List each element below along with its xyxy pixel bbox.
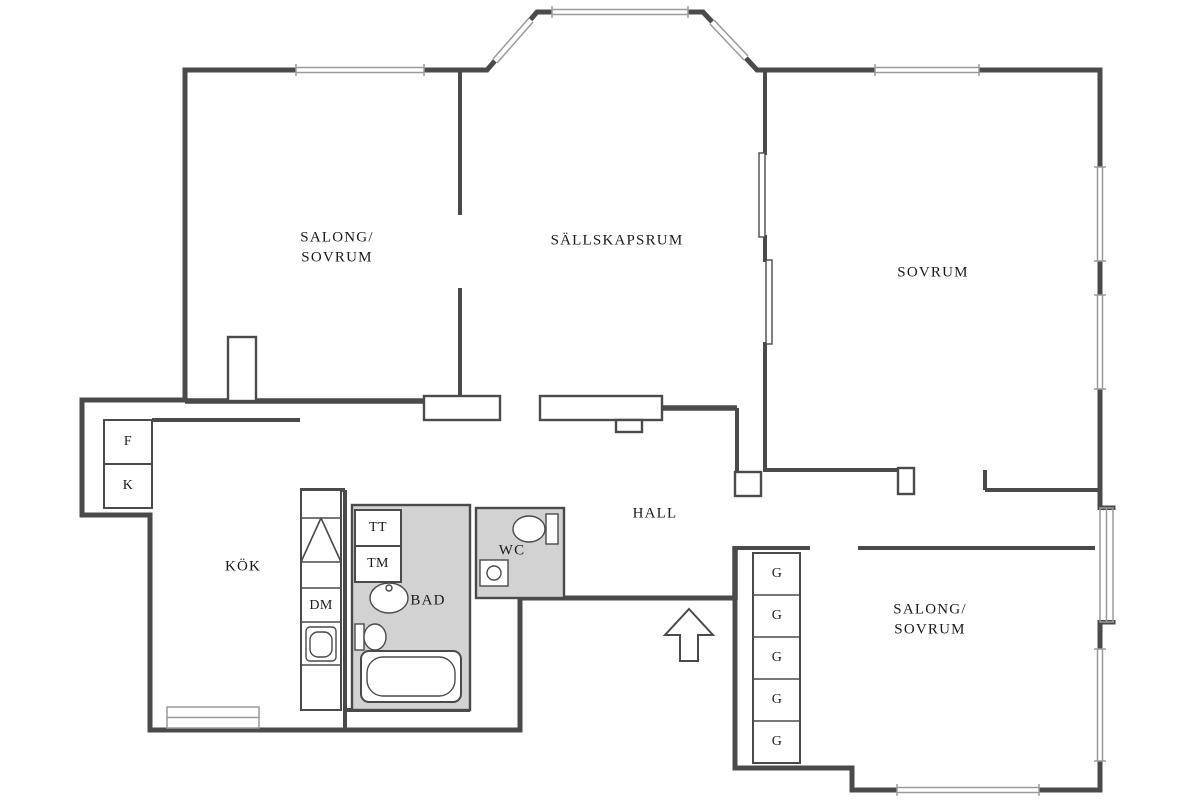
window-gap <box>1094 649 1106 761</box>
wall-pillar <box>896 466 916 496</box>
wc-toilet-tank <box>545 513 559 545</box>
wall-stub <box>538 394 664 422</box>
room-label-salong-sovrum-top: SALONG/ SOVRUM <box>300 229 373 268</box>
appliance-label-tm: TM <box>367 555 389 571</box>
wardrobe-label: G <box>771 691 783 707</box>
wardrobe-column <box>752 552 801 764</box>
bathtub-inner <box>366 656 456 697</box>
wc-toilet-bowl <box>512 515 546 543</box>
sliding-door <box>765 259 773 345</box>
room-label-sallskapsrum: SÄLLSKAPSRUM <box>550 232 684 249</box>
bath-toilet-tank <box>354 623 365 651</box>
window-gap <box>875 64 979 76</box>
room-label-line: SALONG/ <box>300 229 374 246</box>
window-gap <box>708 18 750 62</box>
window-glass <box>492 17 530 60</box>
window-gap <box>552 6 688 18</box>
counter-hatch <box>320 517 342 563</box>
kitchen-sink-basin <box>309 631 333 658</box>
dryer-box <box>354 509 402 547</box>
wall-stub <box>422 394 502 422</box>
fridge-box <box>103 419 153 465</box>
sliding-door <box>758 152 766 238</box>
room-label-bad: BAD <box>410 592 446 609</box>
wardrobe-label: G <box>771 565 783 581</box>
room-label-line: SOVRUM <box>894 621 966 637</box>
windows <box>166 6 1116 796</box>
bathroom-fixtures <box>354 582 462 703</box>
window-gap <box>296 64 424 76</box>
appliance-label-fridge: F <box>123 433 133 449</box>
wall-stubs <box>226 335 916 498</box>
window-gap <box>1094 295 1106 389</box>
entrance-arrow <box>662 607 716 662</box>
wardrobe-outline <box>752 552 801 764</box>
room-label-line: SALONG/ <box>893 601 967 618</box>
room-label-kok: KÖK <box>224 558 262 575</box>
chimney-shaft <box>226 335 258 403</box>
room-label-salong-sovrum-bottom: SALONG/ SOVRUM <box>893 601 966 640</box>
wardrobe-label: G <box>771 649 783 665</box>
bath-sink <box>369 582 409 614</box>
closet-nook <box>733 470 763 498</box>
window-glass <box>496 21 534 64</box>
counter-hatch <box>300 517 322 563</box>
window-glass <box>713 19 749 57</box>
freezer-box <box>103 463 153 509</box>
wall-stub <box>614 418 644 434</box>
cabinet-outline <box>300 489 342 711</box>
interior-walls <box>152 70 1100 730</box>
appliance-label-dm: DM <box>309 597 333 613</box>
kitchen-cabinet-column <box>300 489 342 711</box>
bath-toilet-bowl <box>363 623 387 651</box>
wc-fixtures <box>479 513 559 587</box>
appliance-label-freezer: K <box>122 477 134 493</box>
room-label-wc: WC <box>498 542 526 559</box>
bath-sink-faucet <box>385 584 393 592</box>
window-gap <box>897 784 1039 796</box>
window-gap <box>491 16 535 65</box>
wardrobe-label: G <box>771 733 783 749</box>
room-label-line: SOVRUM <box>301 249 373 265</box>
washer-box <box>354 545 402 583</box>
window-gap <box>1094 167 1106 261</box>
room-label-hall: HALL <box>632 505 678 522</box>
wardrobe-label: G <box>771 607 783 623</box>
window-glass <box>709 23 745 61</box>
room-label-sovrum: SOVRUM <box>897 264 969 281</box>
appliance-label-tt: TT <box>369 519 387 535</box>
wc-sink-basin <box>486 565 502 581</box>
